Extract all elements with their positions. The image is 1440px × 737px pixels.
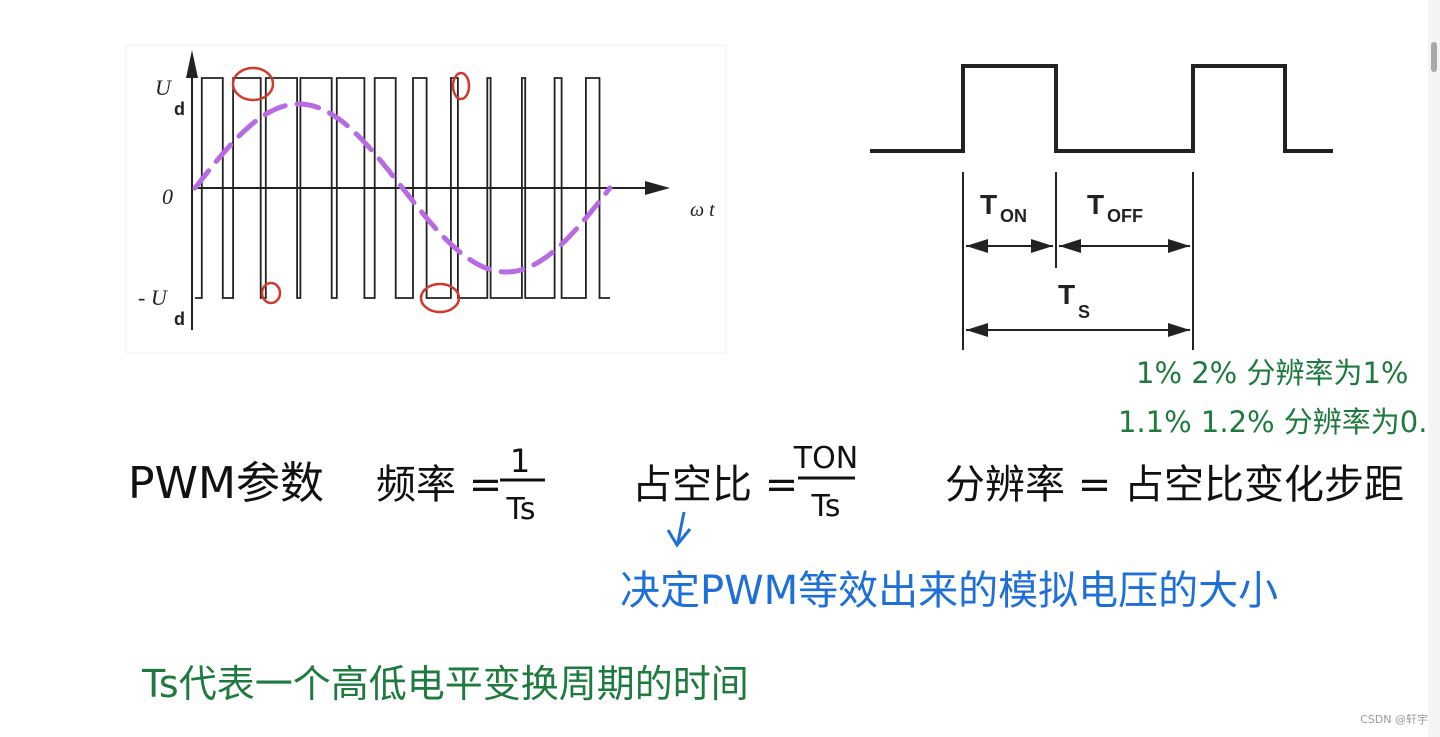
ud-top-sub: d xyxy=(174,99,185,119)
formula-row: PWM参数 频率 = 1 Ts 占空比 = TON Ts 分辨率 = 占空比变化… xyxy=(128,441,1404,527)
ton-label: T xyxy=(980,189,997,220)
period-diagram: T ON T OFF T S xyxy=(870,64,1333,350)
resolution-formula: 分辨率 = 占空比变化步距 xyxy=(945,462,1404,508)
green-note-line2: 1.1% 1.2% 分辨率为0.1% xyxy=(1118,405,1440,439)
ts-arrow-right xyxy=(1168,323,1190,337)
blue-down-arrow-head xyxy=(666,528,692,548)
ud-top-label: U xyxy=(155,75,173,100)
scrollbar-thumb[interactable] xyxy=(1431,42,1437,72)
ts-sub: S xyxy=(1078,302,1090,322)
red-annotation-circles xyxy=(231,66,471,314)
blue-note: 决定PWM等效出来的模拟电压的大小 xyxy=(620,511,1278,614)
toff-sub: OFF xyxy=(1107,206,1143,226)
sine-reference-curve xyxy=(192,101,613,275)
ud-bottom-sub: d xyxy=(174,309,185,329)
x-axis-arrow xyxy=(645,181,670,195)
pwm-pulse-train xyxy=(195,77,610,299)
period-square-wave xyxy=(870,64,1333,153)
ts-label: T xyxy=(1058,279,1075,310)
toff-arrow-right xyxy=(1168,239,1190,253)
freq-denominator: Ts xyxy=(506,492,536,527)
toff-label: T xyxy=(1087,189,1104,220)
pwm-params-title: PWM参数 xyxy=(128,458,324,509)
ud-bottom-label: - U xyxy=(138,285,169,310)
watermark: CSDN @轩宇 xyxy=(1360,713,1428,726)
duty-numerator: TON xyxy=(793,441,858,476)
ton-sub: ON xyxy=(1000,206,1027,226)
blue-down-arrow-shaft xyxy=(676,511,686,543)
y-axis-arrow xyxy=(186,50,198,78)
duty-label: 占空比 = xyxy=(632,462,798,508)
ton-arrow-right xyxy=(1031,239,1053,253)
freq-numerator: 1 xyxy=(510,442,530,480)
duty-denominator: Ts xyxy=(811,489,841,524)
vertical-scrollbar[interactable] xyxy=(1428,0,1440,737)
pwm-waveform-figure: U d 0 - U d ω t xyxy=(125,44,727,354)
origin-label: 0 xyxy=(162,184,173,209)
omega-t-label: ω t xyxy=(690,199,715,221)
blue-note-text: 决定PWM等效出来的模拟电压的大小 xyxy=(620,568,1278,614)
freq-label: 频率 = xyxy=(376,462,502,508)
ts-arrow-left xyxy=(966,323,988,337)
green-notes: 1% 2% 分辨率为1% 1.1% 1.2% 分辨率为0.1% Ts代表一个高低… xyxy=(141,356,1440,706)
green-note-line1: 1% 2% 分辨率为1% xyxy=(1136,356,1408,390)
toff-arrow-left xyxy=(1059,239,1081,253)
ton-arrow-left xyxy=(966,239,988,253)
green-note-ts: Ts代表一个高低电平变换周期的时间 xyxy=(141,662,749,706)
